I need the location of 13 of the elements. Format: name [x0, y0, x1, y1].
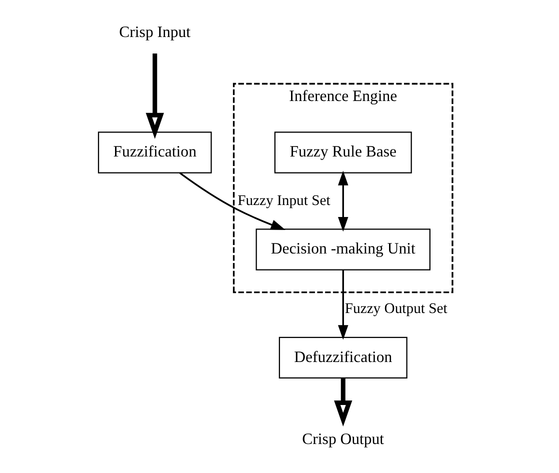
node-text: Crisp Input [118, 24, 190, 42]
arrow [178, 172, 285, 230]
node-box: Fuzzification [97, 132, 212, 174]
arrow [337, 170, 348, 232]
node-box: Fuzzy Rule Base [274, 132, 412, 174]
node-text: Crisp Output [302, 431, 384, 448]
edge-label: Fuzzy Output Set [344, 301, 447, 318]
arrow [337, 270, 348, 340]
arrow [334, 378, 352, 426]
node-box: Decision -making Unit [255, 228, 430, 270]
edge-label: Fuzzy Input Set [237, 192, 330, 209]
node-box: Defuzzification [278, 336, 407, 379]
arrow [145, 54, 164, 139]
